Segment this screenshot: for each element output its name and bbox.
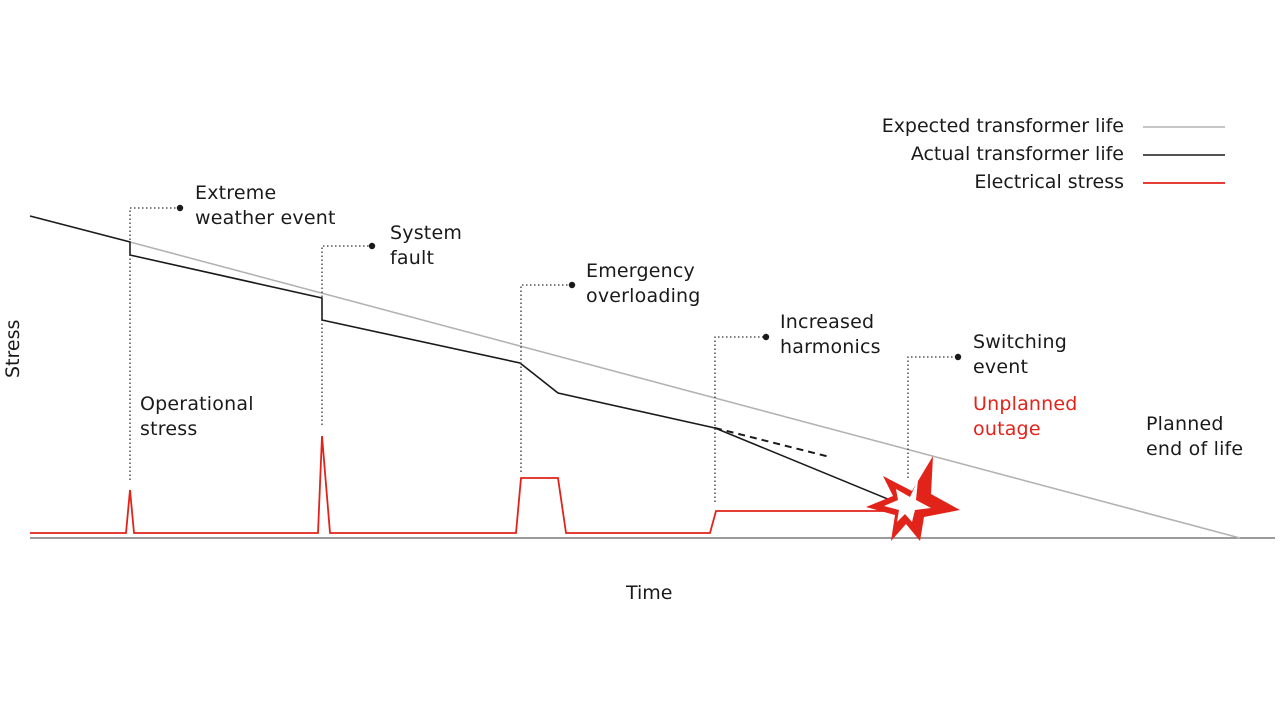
projected-life-dashed-line [714, 427, 831, 458]
event-label-switching-event: Switching event [973, 331, 1067, 378]
y-axis-label: Stress [2, 319, 24, 378]
explosion-burst-icon [866, 456, 960, 541]
legend-label-expected: Expected transformer life [881, 115, 1124, 137]
operational-stress-label: Operational stress [140, 393, 254, 440]
callout-dot [176, 204, 184, 212]
unplanned-outage-label: Unplanned outage [973, 393, 1078, 440]
callout-dot [954, 353, 962, 361]
event-label-increased-harmonics: Increased harmonics [780, 311, 881, 358]
planned-end-of-life-label: Planned end of life [1146, 413, 1244, 460]
expected-life-line [129, 241, 1241, 539]
event-callouts [129, 207, 958, 502]
callout-dot [368, 242, 376, 250]
x-axis-label: Time [626, 582, 673, 604]
electrical-stress-line [30, 435, 888, 534]
callout-leader-increased-harmonics [714, 336, 766, 502]
callout-dots [176, 204, 962, 361]
callout-dot [762, 333, 770, 341]
callout-dot [568, 281, 576, 289]
actual-life-line [29, 215, 896, 503]
callout-leader-extreme-weather [129, 207, 180, 480]
event-label-extreme-weather: Extreme weather event [195, 182, 336, 229]
callout-leader-emergency-overloading [520, 284, 572, 472]
event-label-system-fault: System fault [390, 222, 463, 269]
callout-leader-switching-event [907, 356, 958, 478]
legend-label-stress: Electrical stress [974, 171, 1124, 193]
event-label-emergency-overloading: Emergency overloading [586, 260, 701, 307]
legend-label-actual: Actual transformer life [910, 143, 1124, 165]
callout-leader-system-fault [321, 245, 372, 425]
